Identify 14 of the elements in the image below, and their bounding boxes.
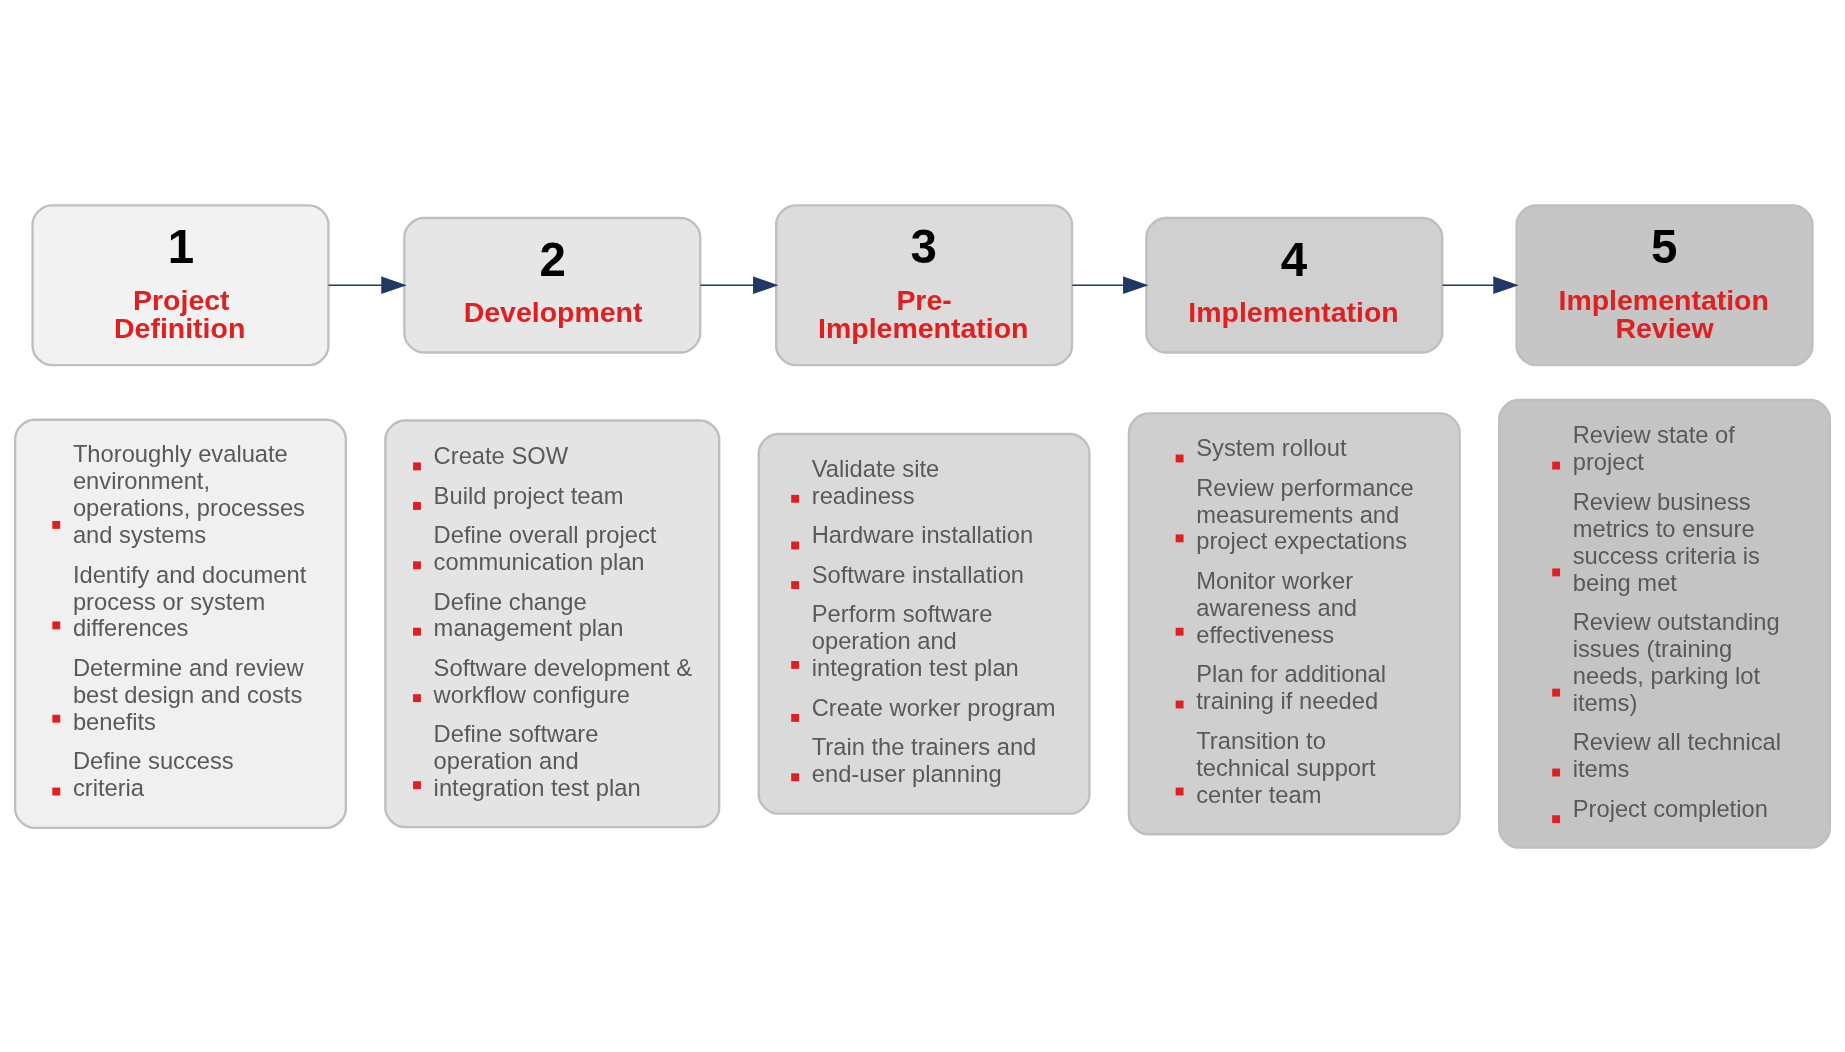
arrow — [699, 275, 779, 294]
node-box: 2 Development — [403, 216, 702, 354]
node-box: Create SOW Build project team Define overall project communication plan Define change management plan Software development & workflow configure Define software operation and integration test plan — [384, 418, 721, 828]
node-box: Validate site readiness Hardware installation Software installation Perform software operation and integration test plan Create worker program Train the trainers and end-user planning — [757, 432, 1091, 815]
node-box: 3 Pre-Implementation — [774, 203, 1074, 366]
node-box: 1 Project Definition — [31, 203, 330, 366]
node-box: System rollout Review performance measurements and project expectations Monitor worker awareness and effectiveness Plan for additional training if needed Transition to technical support center team — [1127, 411, 1461, 835]
arrow — [1071, 275, 1149, 294]
arrow — [1441, 275, 1519, 294]
node-box: Thoroughly evaluate environment, operations, processes and systems Identify and document process or system differences Determine and review best design and costs benefits Define success criteria — [13, 418, 347, 829]
node-box: 4 Implementation — [1145, 216, 1444, 354]
arrow — [327, 275, 407, 294]
node-box: Review state of project Review business metrics to ensure success criteria is being met Review outstanding issues (training needs, parking lot items) Review all technical items Project completion — [1498, 398, 1832, 849]
node-box: 5 Implementation Review — [1515, 203, 1814, 366]
